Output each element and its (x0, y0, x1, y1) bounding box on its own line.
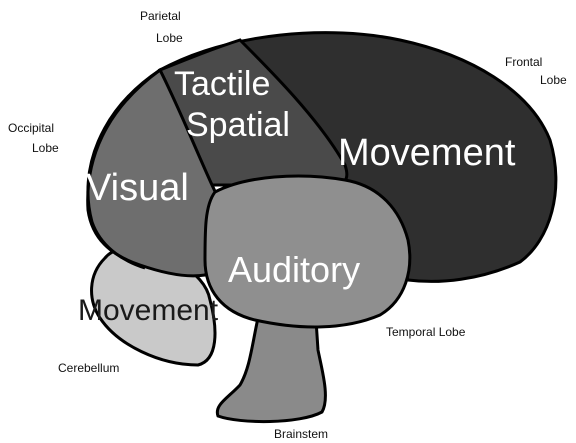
occipital-lobe-callout-line2: Lobe (32, 141, 59, 155)
cerebellum-callout: Cerebellum (58, 361, 119, 375)
parietal-label-line2: Spatial (186, 106, 290, 144)
brainstem-region (217, 318, 325, 422)
parietal-label-line1: Tactile (174, 65, 270, 103)
cerebellum-label: Movement (78, 294, 219, 327)
parietal-lobe-callout-line1: Parietal (140, 9, 181, 23)
parietal-lobe-callout-line2: Lobe (156, 31, 183, 45)
brainstem-callout: Brainstem (274, 427, 328, 441)
occipital-label: Visual (86, 167, 189, 209)
frontal-label: Movement (338, 132, 516, 174)
frontal-lobe-callout-line1: Frontal (505, 55, 542, 69)
temporal-label: Auditory (228, 249, 360, 290)
temporal-lobe-callout: Temporal Lobe (386, 325, 466, 339)
occipital-lobe-callout-line1: Occipital (8, 121, 54, 135)
frontal-lobe-callout-line2: Lobe (540, 73, 567, 87)
